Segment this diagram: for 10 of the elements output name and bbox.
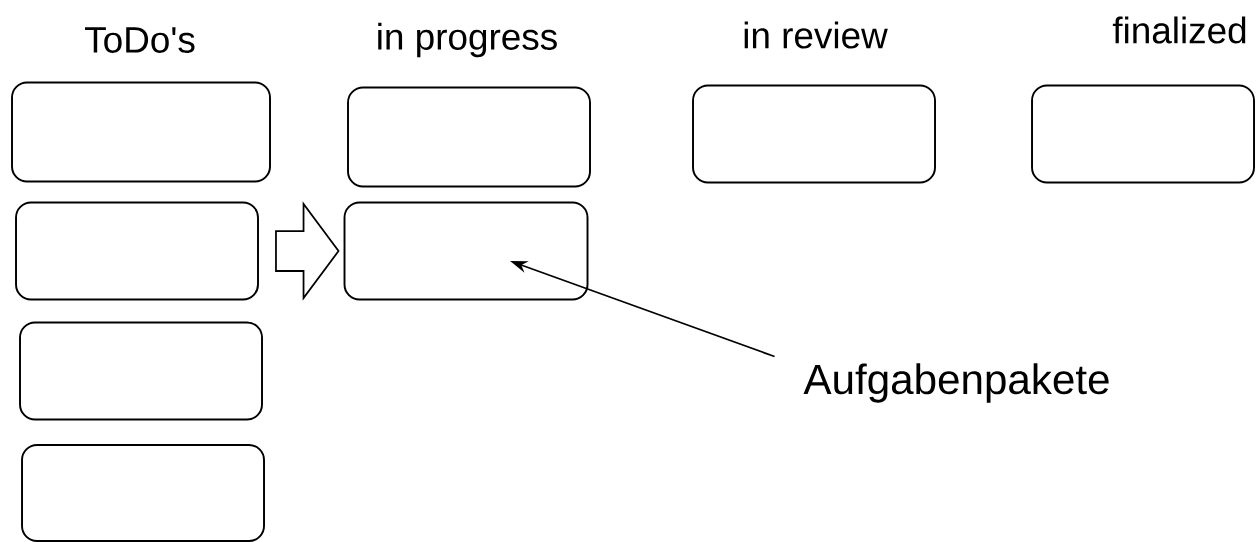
task-card — [11, 81, 271, 183]
task-card — [21, 444, 265, 542]
callout-text: Aufgabenpakete — [803, 363, 1109, 403]
task-card — [343, 201, 589, 301]
block-arrow — [275, 201, 340, 301]
task-card — [19, 321, 263, 421]
task-card — [15, 201, 259, 301]
task-card — [692, 84, 936, 184]
task-card — [347, 86, 591, 188]
task-card — [1031, 84, 1255, 184]
